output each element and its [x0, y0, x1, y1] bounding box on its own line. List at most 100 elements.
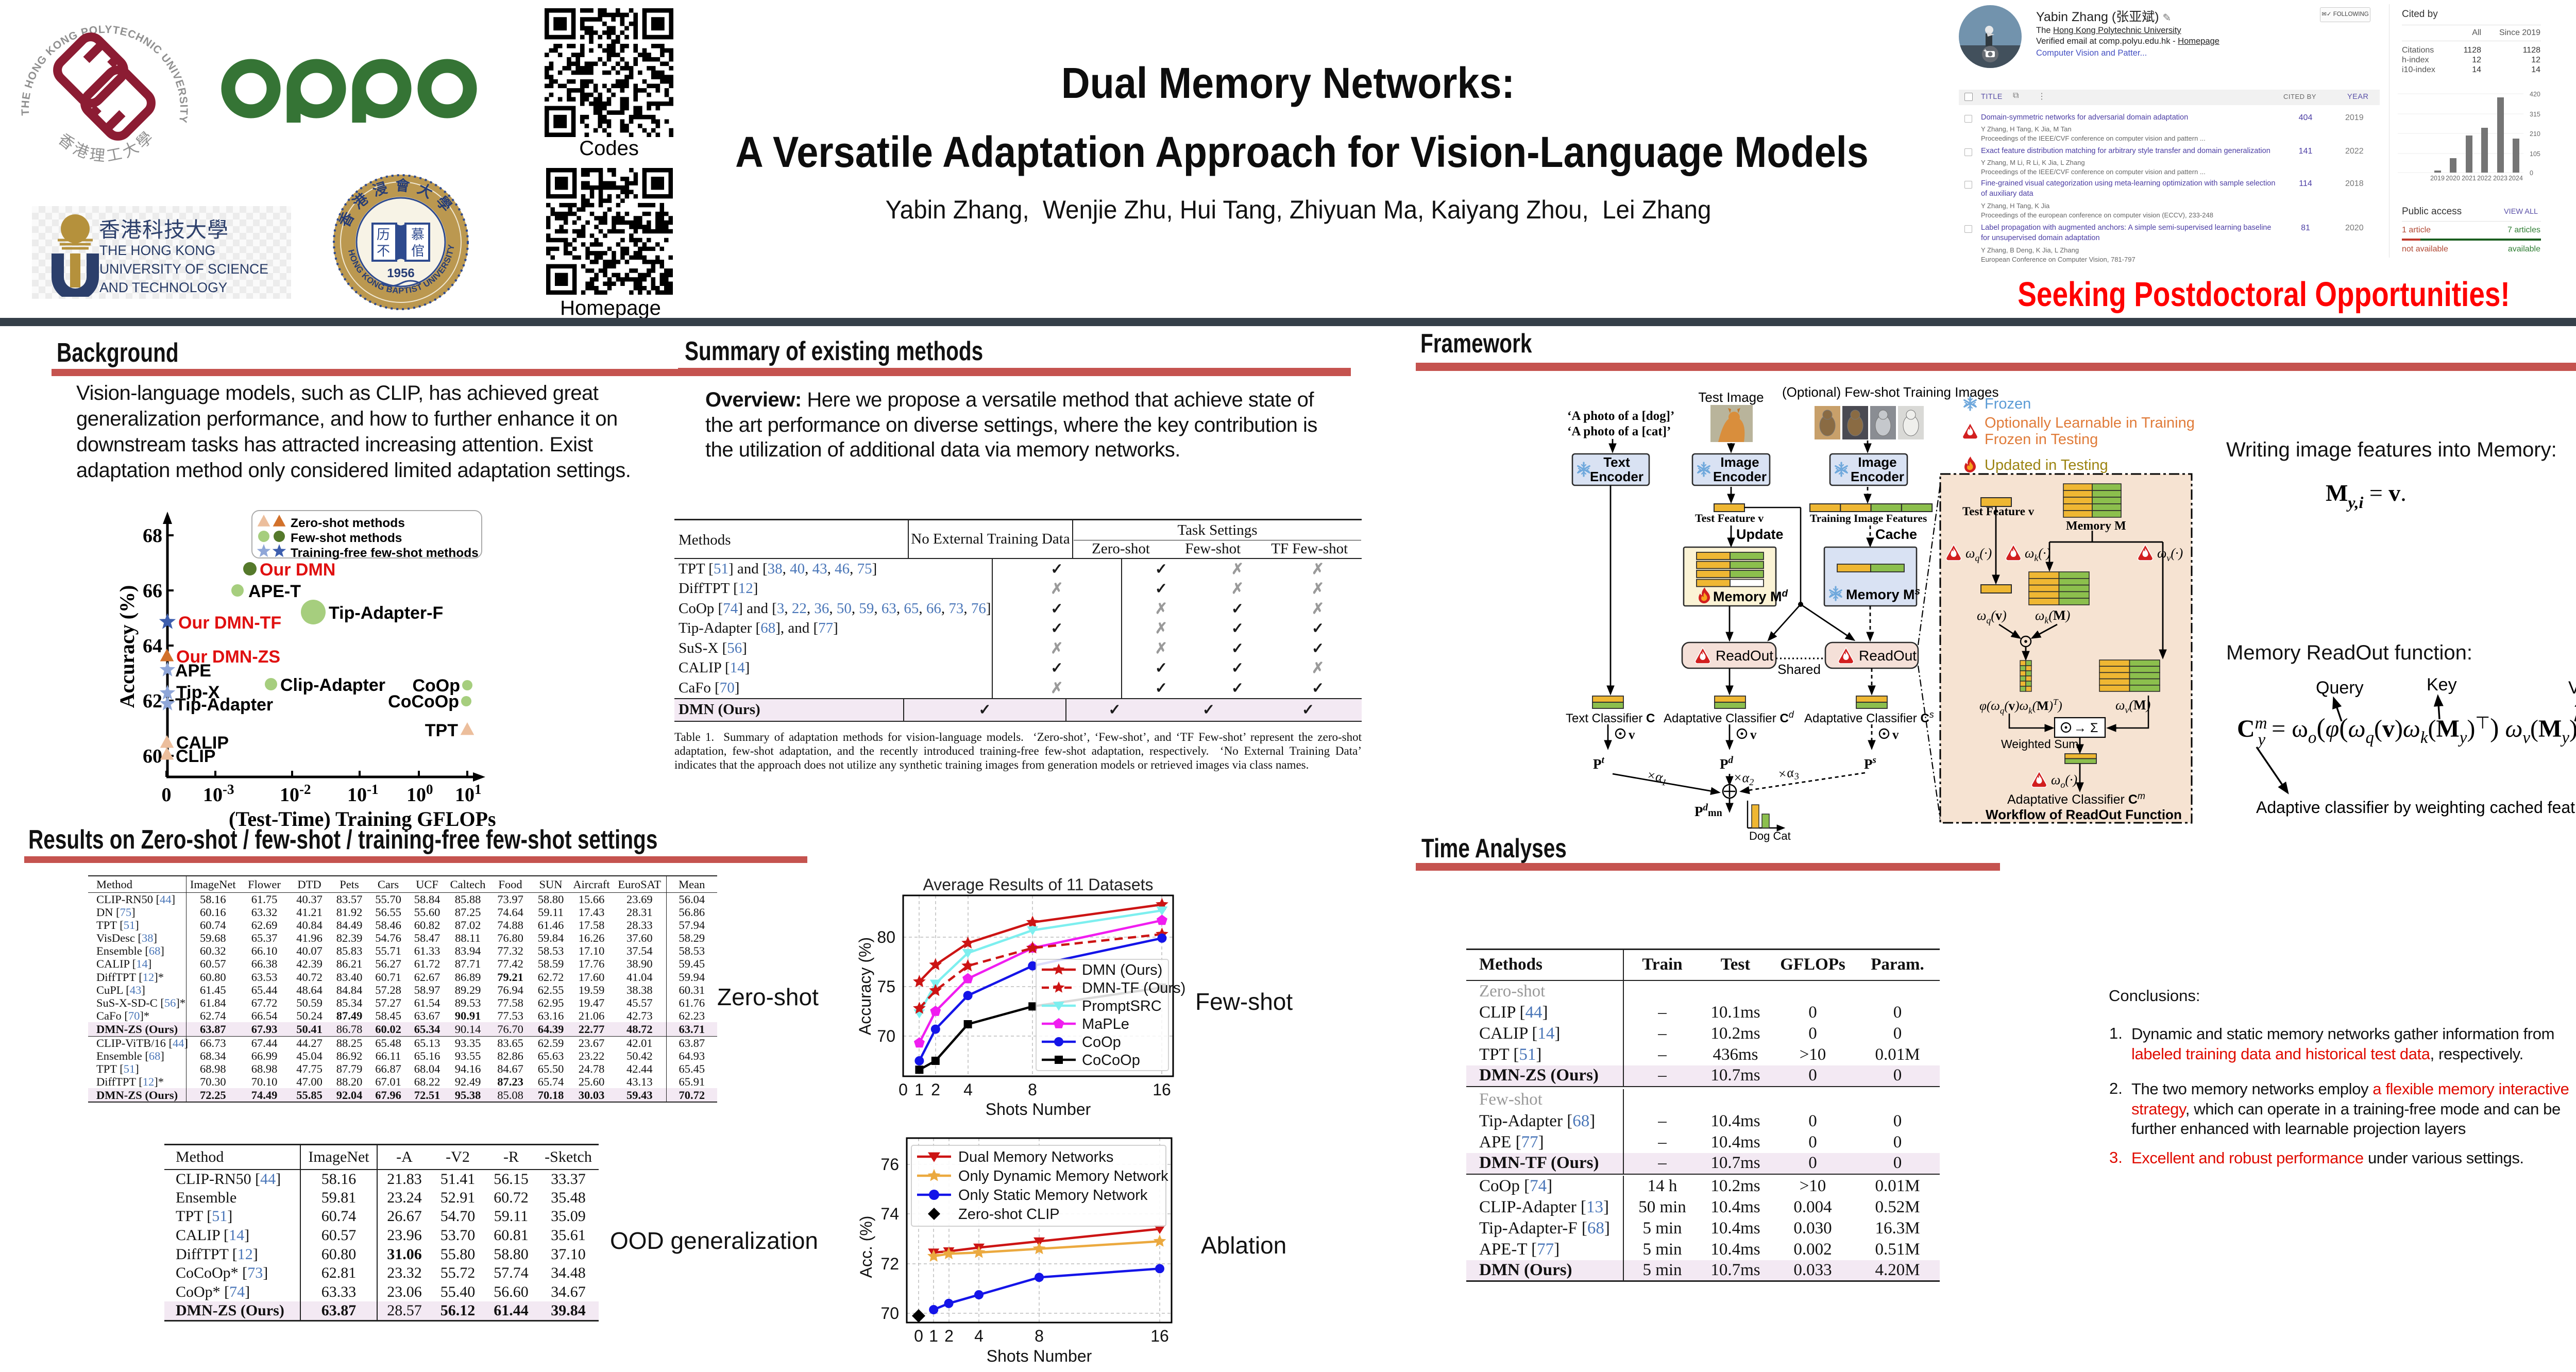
svg-text:10-3: 10-3 — [203, 782, 234, 806]
svg-text:DMN (Ours): DMN (Ours) — [1082, 962, 1162, 978]
svg-text:DMN-TF (Ours): DMN-TF (Ours) — [1082, 980, 1185, 996]
svg-text:CoCoOp: CoCoOp — [1082, 1052, 1140, 1069]
svg-text:v: v — [1750, 728, 1757, 742]
svg-text:4: 4 — [963, 1080, 973, 1099]
svg-text:ωk(·): ωk(·) — [2025, 546, 2050, 563]
svg-text:My,i = v.: My,i = v. — [2326, 480, 2406, 512]
svg-text:Acc. (%): Acc. (%) — [857, 1216, 875, 1278]
svg-text:101: 101 — [455, 782, 482, 806]
svg-text:Cmy = ωo(φ(ωq(v)ωk(My)⊤) ωv(My: Cmy = ωo(φ(ωq(v)ωk(My)⊤) ωv(My)) — [2237, 714, 2576, 749]
svg-text:Memory Md: Memory Md — [1713, 588, 1788, 604]
svg-text:Workflow of ReadOut Function: Workflow of ReadOut Function — [1986, 807, 2182, 822]
svg-text:80: 80 — [877, 928, 895, 946]
svg-text:Only Dynamic Memory Network: Only Dynamic Memory Network — [958, 1168, 1168, 1184]
svg-text:(Optional) Few-shot Training I: (Optional) Few-shot Training Images — [1782, 384, 1999, 400]
svg-text:105: 105 — [2530, 150, 2540, 158]
svg-text:APE: APE — [175, 661, 211, 681]
svg-text:66: 66 — [143, 580, 162, 602]
svg-text:70: 70 — [877, 1027, 895, 1045]
svg-text:2: 2 — [944, 1327, 954, 1345]
svg-text:Pd: Pd — [1720, 755, 1734, 772]
svg-text:Query: Query — [2316, 678, 2364, 698]
svg-text:Our DMN-TF: Our DMN-TF — [178, 613, 281, 633]
svg-text:CoCoOp: CoCoOp — [388, 692, 459, 712]
svg-text:4: 4 — [974, 1327, 984, 1345]
svg-text:16: 16 — [1153, 1080, 1171, 1099]
svg-text:Optionally Learnable in Traini: Optionally Learnable in Training — [1985, 415, 2195, 431]
svg-text:70: 70 — [880, 1304, 899, 1323]
svg-text:64: 64 — [143, 635, 162, 657]
svg-text:Training-free few-shot methods: Training-free few-shot methods — [291, 546, 479, 560]
svg-text:75: 75 — [877, 977, 895, 996]
svg-text:Memory M: Memory M — [2066, 519, 2126, 533]
svg-text:2: 2 — [931, 1080, 940, 1099]
svg-text:1: 1 — [929, 1327, 938, 1345]
svg-text:76: 76 — [880, 1155, 899, 1174]
svg-text:Dual Memory Networks: Dual Memory Networks — [958, 1149, 1113, 1165]
svg-text:倌: 倌 — [411, 243, 425, 259]
svg-text:×α2: ×α2 — [1733, 770, 1754, 787]
svg-text:Clip-Adapter: Clip-Adapter — [280, 675, 385, 695]
svg-text:(Test-Time) Training GFLOPs: (Test-Time) Training GFLOPs — [229, 807, 496, 831]
svg-text:60: 60 — [143, 746, 162, 767]
svg-text:1: 1 — [914, 1080, 924, 1099]
svg-text:Key: Key — [2427, 675, 2457, 695]
svg-text:Ps: Ps — [1864, 755, 1876, 772]
svg-text:Shared: Shared — [1777, 662, 1821, 677]
svg-text:210: 210 — [2530, 130, 2540, 138]
svg-text:Tip-Adapter-F: Tip-Adapter-F — [329, 603, 443, 623]
svg-text:MaPLe: MaPLe — [1082, 1016, 1129, 1032]
svg-text:Pt: Pt — [1593, 755, 1605, 772]
svg-text:0: 0 — [162, 784, 172, 806]
svg-text:×α3: ×α3 — [1776, 764, 1800, 784]
svg-text:CoOp: CoOp — [1082, 1034, 1121, 1051]
svg-text:Encoder: Encoder — [1590, 469, 1643, 484]
svg-text:慕: 慕 — [411, 227, 425, 242]
svg-text:Adaptative Classifier Cd: Adaptative Classifier Cd — [1664, 709, 1794, 725]
svg-text:Shots Number: Shots Number — [987, 1347, 1092, 1365]
svg-text:62: 62 — [143, 690, 162, 712]
svg-text:Test Image: Test Image — [1698, 389, 1764, 405]
svg-text:ReadOut: ReadOut — [1716, 648, 1773, 664]
svg-text:Weighted Sum: Weighted Sum — [2001, 737, 2078, 751]
svg-text:PromptSRC: PromptSRC — [1082, 998, 1162, 1014]
svg-text:φ(ωq(v)ωk(M)T): φ(ωq(v)ωk(M)T) — [1979, 697, 2062, 716]
svg-text:Pdmn: Pdmn — [1694, 802, 1722, 819]
svg-text:Zero-shot methods: Zero-shot methods — [291, 516, 405, 530]
svg-text:+: + — [1984, 48, 1987, 54]
svg-text:Text: Text — [1603, 454, 1630, 470]
svg-text:历: 历 — [377, 227, 390, 242]
svg-text:‘A photo of a [dog]’: ‘A photo of a [dog]’ — [1567, 409, 1674, 423]
svg-text:Test Feature v: Test Feature v — [1962, 505, 2035, 518]
svg-text:74: 74 — [880, 1205, 899, 1223]
svg-text:Zero-shot CLIP: Zero-shot CLIP — [958, 1206, 1060, 1223]
svg-text:8: 8 — [1035, 1327, 1044, 1345]
svg-text:Average Results of 11 Datasets: Average Results of 11 Datasets — [923, 875, 1153, 894]
svg-text:Frozen in Testing: Frozen in Testing — [1985, 431, 2098, 448]
svg-text:Frozen: Frozen — [1985, 396, 2031, 412]
svg-text:CLIP: CLIP — [176, 747, 215, 766]
svg-text:16: 16 — [1150, 1327, 1169, 1345]
svg-text:Image: Image — [1720, 454, 1759, 470]
svg-text:2024: 2024 — [2509, 175, 2523, 182]
svg-text:Update: Update — [1736, 527, 1784, 542]
svg-text:72: 72 — [880, 1255, 899, 1273]
svg-text:ωq(v): ωq(v) — [1977, 608, 2007, 625]
svg-text:420: 420 — [2530, 91, 2540, 98]
svg-text:ωk(M): ωk(M) — [2035, 608, 2070, 625]
svg-text:0: 0 — [899, 1080, 908, 1099]
svg-text:315: 315 — [2530, 111, 2540, 118]
svg-text:Our DMN-ZS: Our DMN-ZS — [176, 647, 280, 667]
svg-text:CALIP: CALIP — [176, 733, 229, 753]
svg-text:Accuracy (%): Accuracy (%) — [856, 937, 874, 1035]
svg-text:Our DMN: Our DMN — [260, 560, 335, 580]
svg-text:TPT: TPT — [425, 721, 458, 740]
svg-text:10-2: 10-2 — [280, 782, 311, 806]
svg-text:Test Feature v: Test Feature v — [1695, 512, 1764, 524]
svg-text:Tip-X: Tip-X — [176, 683, 220, 702]
svg-text:68: 68 — [143, 525, 162, 547]
svg-text:0: 0 — [2530, 170, 2533, 177]
svg-text:Writing image features into Me: Writing image features into Memory: — [2226, 438, 2557, 461]
svg-text:Text Classifier C: Text Classifier C — [1566, 712, 1655, 725]
svg-text:Shots Number: Shots Number — [986, 1100, 1091, 1118]
